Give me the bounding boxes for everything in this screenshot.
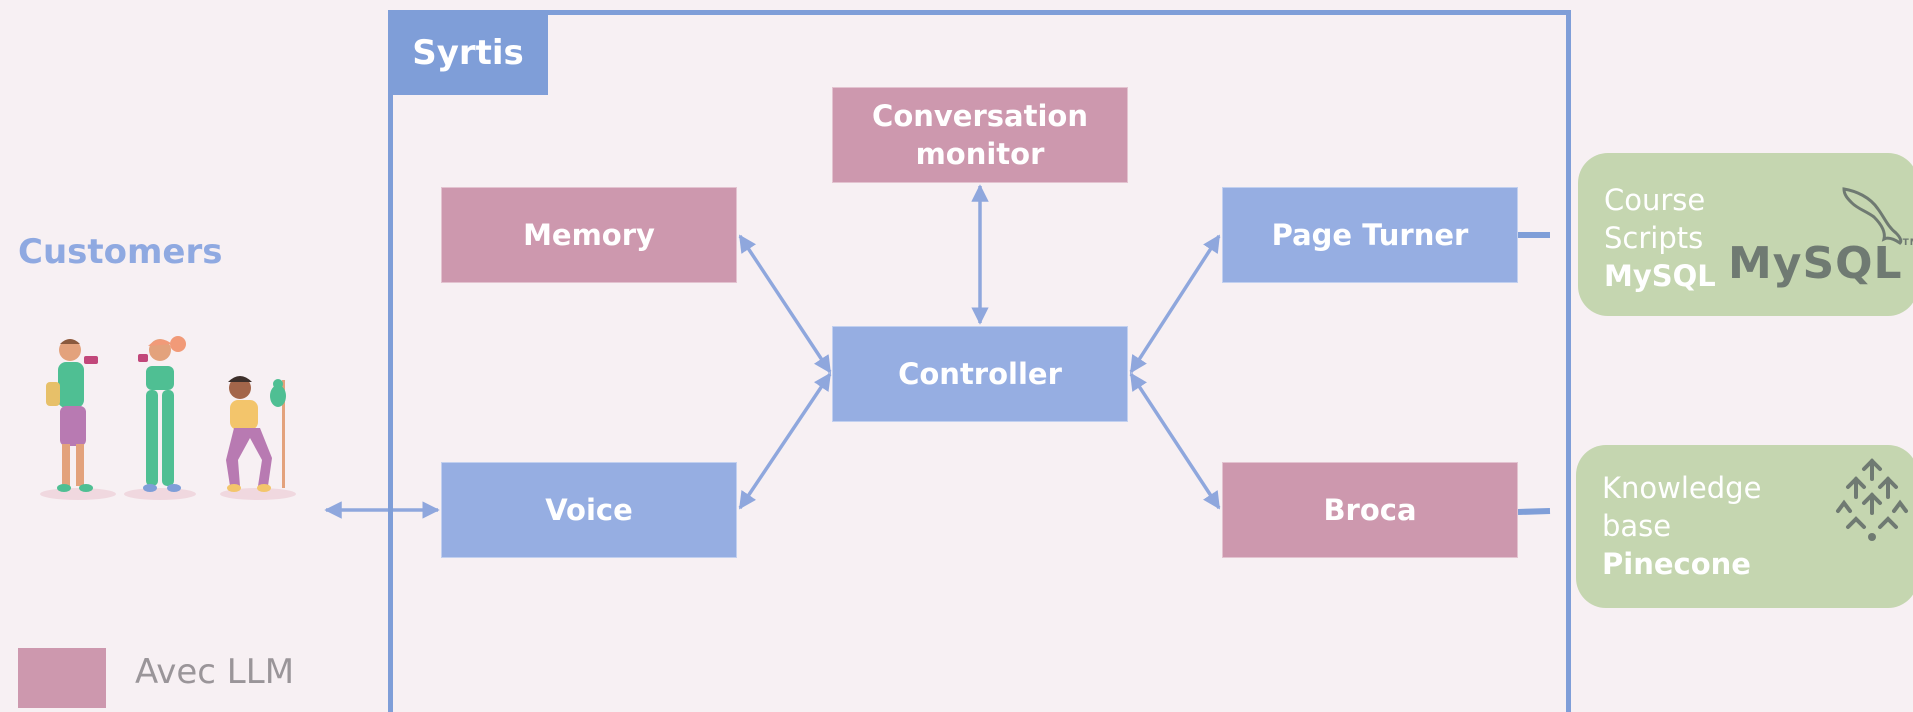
memory-box[interactable]: Memory — [441, 187, 737, 283]
knowledge-base-db-name: Pinecone — [1602, 547, 1751, 581]
course-scripts-text: Course Scripts MySQL — [1604, 183, 1716, 293]
broca-box[interactable]: Broca — [1222, 462, 1518, 558]
pinecone-icon — [1836, 458, 1908, 541]
syrtis-system-frame — [388, 10, 1571, 712]
customers-illustration — [40, 336, 296, 500]
knowledge-base-text: Knowledge base Pinecone — [1602, 471, 1762, 581]
page-turner-box[interactable]: Page Turner — [1222, 187, 1518, 283]
mysql-dolphin-icon — [1842, 187, 1903, 245]
voice-box[interactable]: Voice — [441, 462, 737, 558]
knowledge-base-store[interactable]: Knowledge base Pinecone — [1576, 445, 1913, 608]
course-scripts-store[interactable]: Course Scripts MySQL MySQLTM — [1578, 153, 1913, 316]
conversation-monitor-box[interactable]: Conversation monitor — [832, 87, 1128, 183]
person-3-figure — [226, 376, 286, 492]
person-2-figure — [138, 336, 186, 492]
course-scripts-db-name: MySQL — [1604, 259, 1716, 293]
legend-llm-label: Avec LLM — [135, 652, 295, 692]
controller-box[interactable]: Controller — [832, 326, 1128, 422]
arrow-pageturner-controller — [1129, 234, 1221, 374]
arrow-voice-controller — [738, 372, 832, 510]
arrow-broca-controller — [1129, 372, 1221, 510]
link-broca-pinecone — [1517, 508, 1551, 515]
syrtis-title: Syrtis — [388, 10, 548, 95]
customers-label: Customers — [18, 232, 223, 272]
conversation-monitor-label: Conversation monitor — [872, 99, 1088, 171]
legend-llm-swatch — [18, 648, 106, 708]
mysql-logo: MySQLTM — [1728, 238, 1913, 289]
person-1-figure — [46, 339, 98, 492]
arrow-memory-controller — [738, 234, 832, 374]
